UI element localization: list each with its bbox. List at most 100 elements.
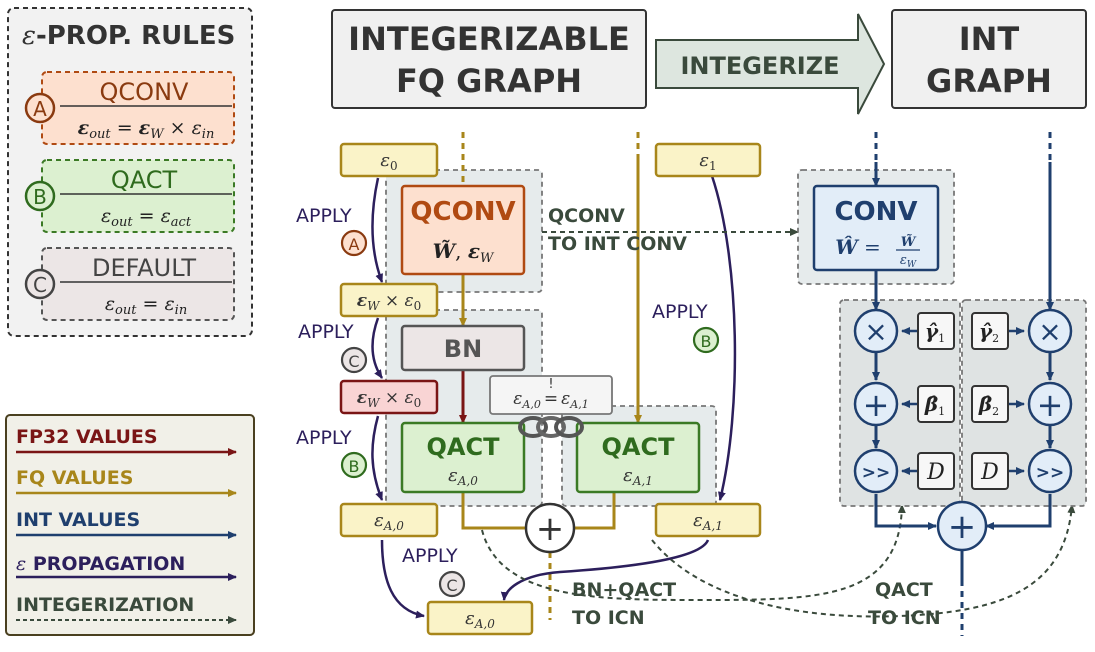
int-graph-title-line1: INT bbox=[959, 20, 1020, 58]
constraint-bang: ! bbox=[548, 377, 553, 392]
apply-badge-b1-icon bbox=[340, 451, 368, 479]
apply-badge-a-icon bbox=[340, 229, 368, 257]
fq-add-node bbox=[524, 502, 576, 554]
constraint-label: εA,0=εA,1 bbox=[513, 389, 588, 411]
conv-formula-num: W̃ bbox=[901, 234, 917, 250]
beta1-node bbox=[917, 385, 955, 423]
transform-labels: QCONV TO INT CONV BN+QACT TO ICN QACT TO… bbox=[548, 205, 941, 629]
qconv-to-int-line2: TO INT CONV bbox=[548, 233, 687, 255]
fq-graph-edges bbox=[371, 132, 1076, 620]
mul-icon-1: × bbox=[864, 315, 887, 348]
add-node-1 bbox=[853, 381, 899, 427]
rule-a: A QCONV εout = εW × εin bbox=[24, 71, 235, 145]
fq-graph-title-box bbox=[331, 9, 647, 109]
add-node-2 bbox=[1027, 381, 1073, 427]
conv-title: CONV bbox=[834, 197, 917, 227]
beta2-label: β̂2 bbox=[978, 392, 999, 418]
qconv-params: W̃, εW bbox=[433, 239, 495, 266]
bn-qact-line2: TO ICN bbox=[572, 607, 645, 629]
qact-icn-line2: TO ICN bbox=[868, 607, 941, 629]
qact1-node bbox=[575, 421, 701, 494]
integerize-label: INTEGERIZE bbox=[680, 52, 839, 80]
badge-b-label: B bbox=[33, 185, 47, 209]
add-icon-2: + bbox=[1037, 386, 1064, 424]
int-add-icon: + bbox=[948, 507, 977, 547]
qact1-eps: εA,1 bbox=[623, 465, 653, 488]
int-graph-title-line2: GRAPH bbox=[926, 62, 1052, 100]
conv-node bbox=[812, 184, 940, 272]
legend: FP32 VALUES FQ VALUES INT VALUES ε PROPA… bbox=[5, 414, 255, 636]
legend-int-label: INT VALUES bbox=[16, 509, 140, 531]
qact-icn-line1: QACT bbox=[875, 579, 933, 601]
out-final-label: εA,0 bbox=[465, 608, 495, 631]
d1-node bbox=[917, 452, 955, 490]
qact0-eps: εA,0 bbox=[448, 465, 478, 488]
int-graph-title-box bbox=[891, 9, 1087, 109]
eps1-node bbox=[654, 142, 762, 178]
shift-icon-1: >> bbox=[862, 463, 891, 483]
badge-c-label: C bbox=[33, 273, 47, 297]
gamma2-node bbox=[971, 312, 1009, 350]
d2-label: D bbox=[980, 460, 999, 485]
eps1-label: ε1 bbox=[699, 150, 716, 173]
apply-badge-c2-label: C bbox=[446, 576, 457, 595]
qact0-node bbox=[400, 421, 526, 494]
constraint-node bbox=[489, 375, 613, 415]
apply-label-4: APPLY bbox=[652, 301, 708, 323]
conv-formula-lhs: Ŵ = bbox=[835, 235, 881, 259]
int-graph: CONV Ŵ = W̃ εW × + >> × + >> γ̂1 β̂1 D γ… bbox=[797, 132, 1087, 636]
badge-c-icon bbox=[24, 268, 56, 300]
qact1-title: QACT bbox=[602, 433, 676, 461]
d2-node bbox=[971, 452, 1009, 490]
eps-w-eps0-fp32-node bbox=[339, 379, 439, 415]
mul-node-1 bbox=[853, 308, 899, 354]
legend-fq-label: FQ VALUES bbox=[16, 467, 133, 489]
apply-label-2: APPLY bbox=[298, 321, 354, 343]
beta1-label: β̂1 bbox=[924, 392, 945, 418]
apply-badge-b2-icon bbox=[692, 326, 720, 354]
apply-label-3: APPLY bbox=[296, 427, 352, 449]
chain-link-icon bbox=[518, 416, 584, 438]
apply-label-1: APPLY bbox=[296, 205, 352, 227]
shift-node-1 bbox=[853, 448, 899, 494]
apply-badge-c1-label: C bbox=[348, 352, 359, 371]
rule-b-formula: εout = εact bbox=[101, 205, 192, 230]
header: INTEGERIZABLE FQ GRAPH INTEGERIZE INT GR… bbox=[331, 9, 1087, 115]
eps-w-eps0-label: εW × ε0 bbox=[357, 291, 422, 313]
fq-add-icon: + bbox=[536, 509, 565, 549]
apply-labels: APPLY A APPLY C APPLY B APPLY B APPLY C bbox=[296, 205, 720, 598]
integerize-arrow-icon bbox=[655, 13, 886, 115]
shift-node-2 bbox=[1027, 448, 1073, 494]
qconv-to-int-line1: QCONV bbox=[548, 205, 625, 227]
bn-title: BN bbox=[444, 335, 482, 363]
bn-node bbox=[400, 324, 526, 372]
fq-graph-nodes: ε0 ε1 QCONV W̃, εW εW × ε0 BN εW × ε0 QA… bbox=[339, 142, 762, 636]
rule-b-name: QACT bbox=[111, 166, 178, 194]
mul-node-2 bbox=[1027, 308, 1073, 354]
apply-badge-c1-icon bbox=[340, 346, 368, 374]
qconv-title: QCONV bbox=[410, 197, 515, 227]
apply-label-5: APPLY bbox=[402, 545, 458, 567]
eps0-label: ε0 bbox=[380, 150, 397, 173]
mul-icon-2: × bbox=[1038, 315, 1061, 348]
out1-label: εA,1 bbox=[693, 510, 723, 533]
rule-b: B QACT εout = εact bbox=[24, 159, 235, 233]
gamma1-node bbox=[917, 312, 955, 350]
apply-badge-b2-label: B bbox=[701, 332, 712, 351]
qconv-node bbox=[400, 184, 526, 276]
add-icon-1: + bbox=[863, 386, 890, 424]
apply-badge-b1-label: B bbox=[349, 457, 360, 476]
gamma1-label: γ̂1 bbox=[925, 319, 945, 345]
shift-icon-2: >> bbox=[1036, 463, 1065, 483]
int-add-node bbox=[936, 500, 988, 552]
apply-badge-c2-icon bbox=[438, 570, 466, 598]
rule-a-formula: εout = εW × εin bbox=[78, 117, 215, 142]
eps-w-eps0-node bbox=[339, 282, 439, 318]
qact0-title: QACT bbox=[427, 433, 501, 461]
rule-a-name: QCONV bbox=[100, 78, 189, 106]
apply-badge-a-label: A bbox=[349, 235, 360, 254]
rules-panel: ε-PROP. RULES A QCONV εout = εW × εin B … bbox=[7, 7, 253, 337]
out0-node bbox=[339, 502, 439, 538]
rules-panel-title: ε-PROP. RULES bbox=[22, 21, 235, 51]
badge-b-icon bbox=[24, 180, 56, 212]
